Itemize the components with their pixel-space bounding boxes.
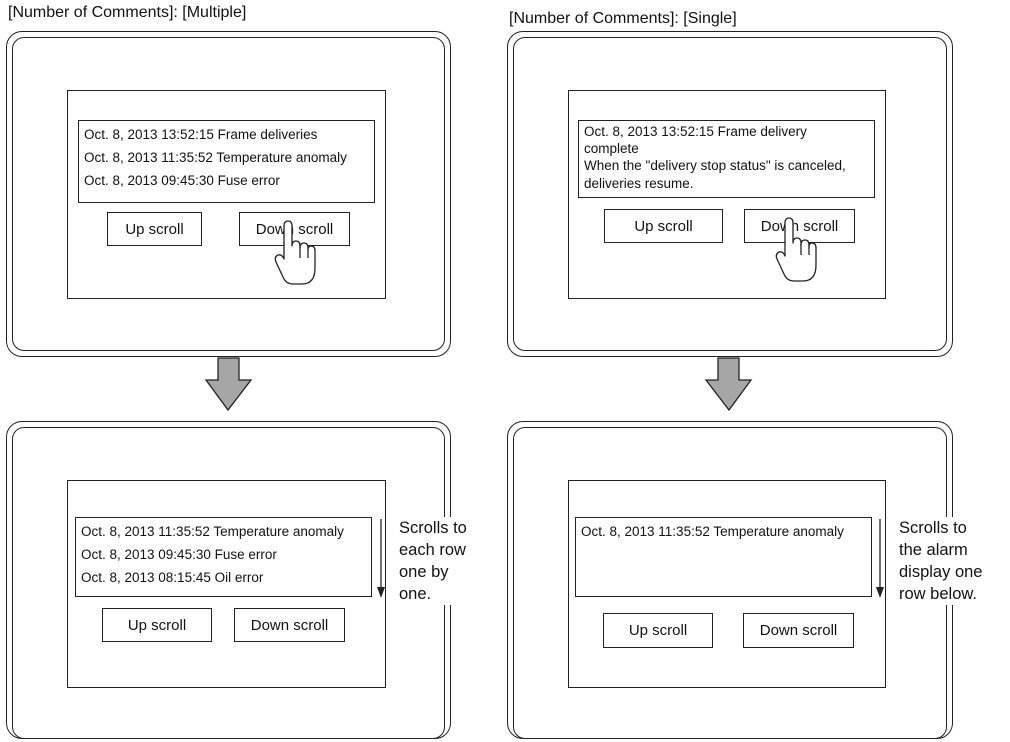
note-line: Scrolls to — [899, 519, 967, 537]
panel-multiple-before-bezel — [12, 37, 445, 351]
heading-multiple: [Number of Comments]: [Multiple] — [8, 4, 247, 21]
alarm-row: Oct. 8, 2013 13:52:15 Frame delivery — [584, 124, 807, 139]
down-scroll-button[interactable]: Down scroll — [743, 613, 854, 648]
panel-single-before — [507, 31, 953, 357]
panel-multiple-before — [6, 31, 451, 357]
note-line: the alarm — [899, 541, 968, 559]
hand-pointer-icon — [274, 220, 316, 285]
up-scroll-button[interactable]: Up scroll — [107, 212, 202, 246]
scroll-note-single: Scrolls to the alarm display one row bel… — [899, 517, 983, 605]
hand-pointer-icon — [775, 217, 817, 282]
down-scroll-button[interactable]: Down scroll — [239, 212, 350, 246]
alarm-row: Oct. 8, 2013 09:45:30 Fuse error — [84, 173, 280, 188]
alarm-row: Oct. 8, 2013 09:45:30 Fuse error — [81, 547, 277, 562]
note-line: one. — [399, 585, 432, 603]
alarm-row: deliveries resume. — [584, 176, 694, 191]
note-line: display one — [899, 563, 983, 581]
note-line: each row — [399, 541, 466, 559]
note-line: Scrolls to — [399, 519, 467, 537]
panel-single-before-bezel — [513, 37, 947, 351]
down-scroll-button[interactable]: Down scroll — [234, 608, 345, 642]
alarm-row: Oct. 8, 2013 13:52:15 Frame deliveries — [84, 127, 318, 142]
alarm-row: Oct. 8, 2013 11:35:52 Temperature anomal… — [581, 524, 844, 539]
scroll-note-multiple: Scrolls to each row one by one. — [399, 517, 467, 605]
down-scroll-button[interactable]: Down scroll — [744, 209, 855, 243]
transition-arrow-icon — [704, 357, 753, 412]
alarm-row: Oct. 8, 2013 08:15:45 Oil error — [81, 570, 264, 585]
note-line: one by — [399, 563, 449, 581]
alarm-list-single-after: Oct. 8, 2013 11:35:52 Temperature anomal… — [575, 517, 872, 597]
alarm-list-single-before: Oct. 8, 2013 13:52:15 Frame delivery com… — [578, 120, 875, 198]
note-line: row below. — [899, 585, 977, 603]
up-scroll-button[interactable]: Up scroll — [604, 209, 723, 243]
scroll-down-arrow-icon — [377, 519, 385, 598]
transition-arrow-icon — [204, 357, 253, 412]
alarm-row: Oct. 8, 2013 11:35:52 Temperature anomal… — [81, 524, 344, 539]
alarm-row: complete — [584, 141, 639, 156]
up-scroll-button[interactable]: Up scroll — [102, 608, 212, 642]
up-scroll-button[interactable]: Up scroll — [603, 613, 713, 648]
heading-single: [Number of Comments]: [Single] — [509, 10, 737, 27]
alarm-list-multiple-before: Oct. 8, 2013 13:52:15 Frame deliveries O… — [78, 120, 375, 203]
scroll-down-arrow-icon — [876, 519, 884, 598]
alarm-list-multiple-after: Oct. 8, 2013 11:35:52 Temperature anomal… — [75, 517, 372, 597]
alarm-row: When the "delivery stop status" is cance… — [584, 158, 846, 173]
alarm-row: Oct. 8, 2013 11:35:52 Temperature anomal… — [84, 150, 347, 165]
